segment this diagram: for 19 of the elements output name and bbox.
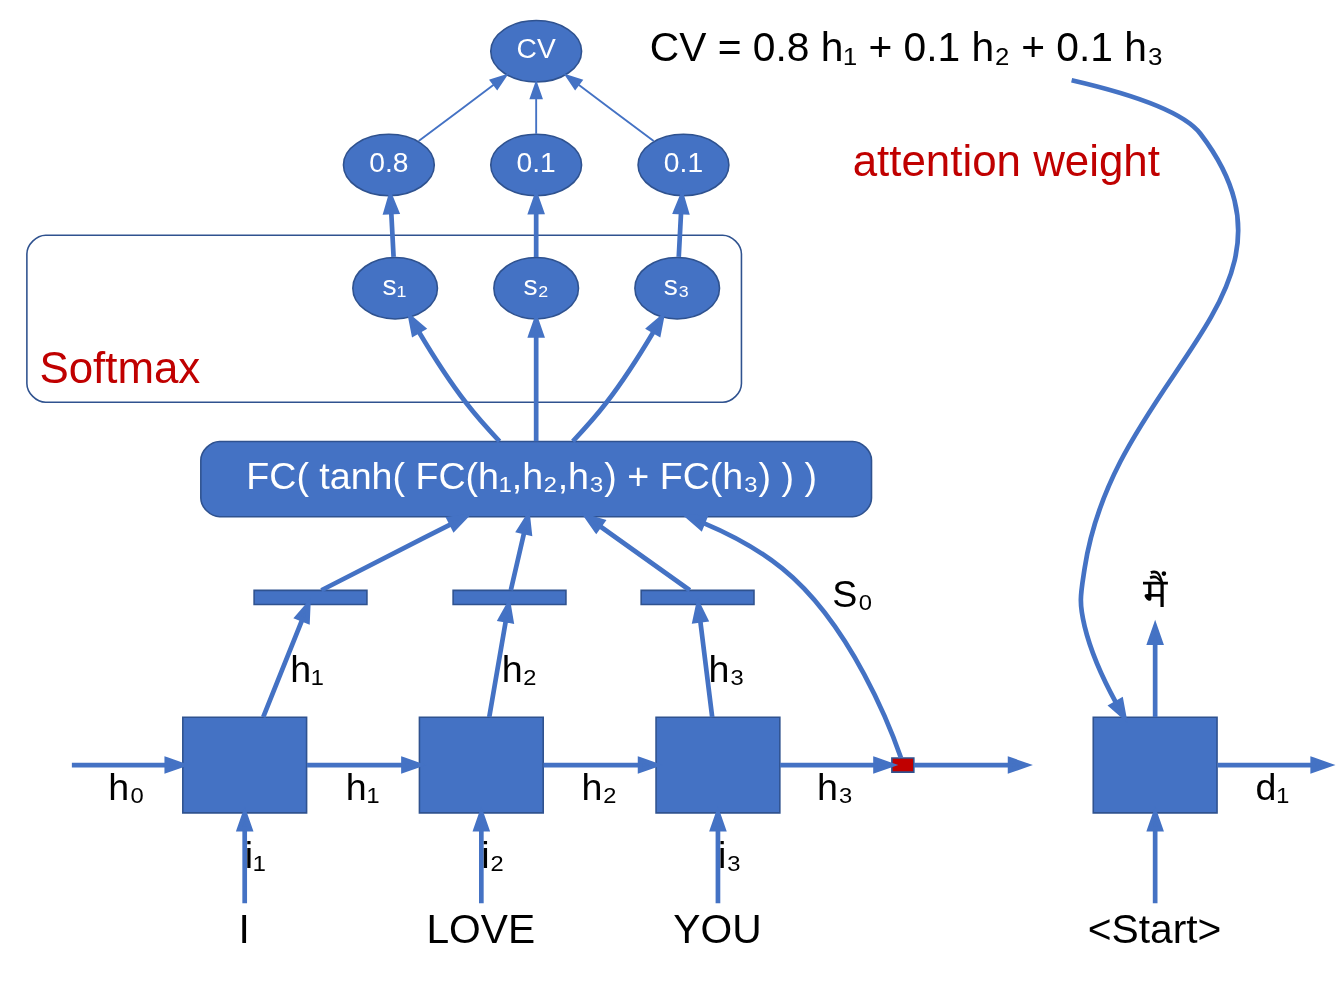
- node-text: <Start>: [1087, 905, 1222, 952]
- edge-label: S₀: [832, 572, 874, 615]
- edge-label: i₁: [244, 833, 266, 876]
- edge-label: h₁: [290, 647, 324, 690]
- node-text: मैं: [1142, 569, 1167, 616]
- label: attention weight: [852, 135, 1160, 185]
- edge-label: h₂: [501, 647, 538, 690]
- edge-label: h₃: [708, 647, 745, 690]
- node-text: YOU: [673, 905, 762, 952]
- edge-label: h₃: [817, 765, 854, 808]
- node-text: CV = 0.8 h₁ + 0.1 h₂ + 0.1 h₃: [649, 23, 1164, 70]
- edge-label: h₂: [581, 765, 618, 808]
- edge-label: h₀: [108, 765, 145, 808]
- edge-label: i₃: [717, 833, 742, 876]
- edge-label: i₂: [481, 833, 505, 876]
- edge-label: d₁: [1255, 765, 1290, 808]
- node-text: I: [238, 905, 250, 952]
- node-text: LOVE: [426, 905, 536, 952]
- edge-label: h₁: [345, 765, 380, 808]
